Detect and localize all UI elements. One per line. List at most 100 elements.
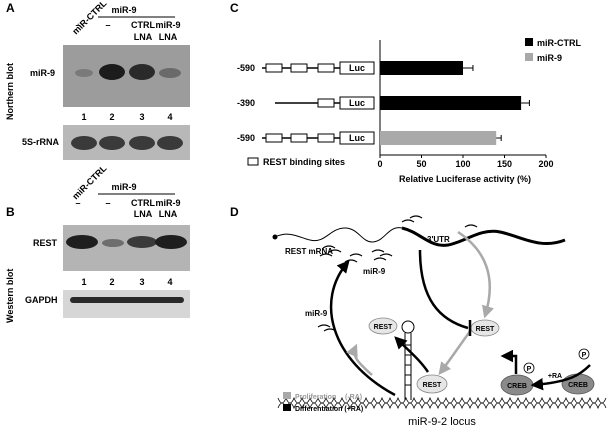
creb-label-1: CREB (507, 383, 527, 390)
creb-label-2: CREB (568, 382, 588, 389)
panel-b-side-label: Western blot (5, 269, 15, 323)
p-label-2: P (582, 352, 587, 359)
utr-label: 3'UTR (427, 235, 450, 244)
rest-binding-site (290, 63, 308, 73)
legend-swatch-ctrl (525, 38, 533, 46)
proliferation-label: Proliferation (295, 394, 336, 401)
panel-a-lane-1: 1 (81, 112, 86, 122)
band-a-1 (75, 69, 93, 77)
western-blot-gapdh (63, 290, 190, 318)
luc-box (339, 96, 375, 110)
panel-b-lane-2: 2 (109, 277, 114, 287)
panel-c-letter: C (230, 1, 239, 15)
band-a5-3 (129, 136, 155, 150)
band-a5-2 (99, 136, 125, 150)
luc-label: Luc (349, 98, 365, 108)
x-tick-label: 50 (416, 159, 426, 169)
rest-mrna-label: REST mRNA (285, 247, 333, 256)
rest-protein-3 (416, 374, 448, 394)
band-a-3 (129, 64, 155, 80)
bar (380, 61, 463, 75)
panel-a-h2-3: CTRL (131, 20, 155, 30)
proliferation-condition: (-RA) (345, 394, 362, 401)
rest-protein-1 (368, 317, 398, 335)
panel-b-h2-2: – (105, 198, 110, 208)
ra-label: +RA (548, 373, 562, 380)
mir9-hairpin (401, 320, 415, 400)
band-b-4 (155, 235, 187, 249)
rest-binding-site (265, 63, 283, 73)
panel-a-ctrl-header: miR-CTRL (70, 0, 109, 36)
legend-swatch-differentiation (283, 404, 291, 411)
rest-binding-site (290, 133, 308, 143)
construct-label: -590 (237, 63, 255, 73)
panel-d-letter: D (230, 205, 239, 219)
construct-label: -590 (237, 133, 255, 143)
legend-swatch-proliferation (283, 392, 291, 399)
band-a5-1 (71, 136, 97, 150)
panel-a-h3-1: LNA (134, 32, 153, 42)
panel-a-lane-2: 2 (109, 112, 114, 122)
luc-label: Luc (349, 63, 365, 73)
rest-binding-site (265, 133, 283, 143)
panel-b-lane-4: 4 (167, 277, 172, 287)
panel-a-mir9-header: miR-9 (111, 5, 136, 15)
phospho-icon-1 (523, 362, 535, 374)
luc-box (339, 131, 375, 145)
panel-a-h2-1: – (75, 20, 80, 30)
rest-label-1: REST (374, 324, 393, 331)
panel-b-h2-4: miR-9 (155, 198, 180, 208)
panel-b-h2-1: – (75, 198, 80, 208)
binding-site-legend-box (247, 157, 259, 166)
p-label-1: P (527, 366, 532, 373)
panel-b-letter: B (6, 205, 15, 219)
bar (380, 131, 497, 145)
panel-b-h3-1: LNA (134, 209, 153, 219)
x-axis-label: Relative Luciferase activity (%) (399, 174, 531, 184)
panel-a-h2-2: – (105, 20, 110, 30)
phospho-icon-2 (578, 348, 590, 360)
legend-label-mir9: miR-9 (537, 53, 562, 63)
luc-box (339, 61, 375, 75)
band-a-4 (159, 68, 181, 78)
locus-label: miR-9-2 locus (408, 416, 476, 428)
x-tick-label: 0 (377, 159, 382, 169)
mir9-label-b: miR-9 (305, 309, 328, 318)
band-a-2 (99, 64, 125, 80)
rest-binding-site (317, 63, 335, 73)
x-tick-label: 100 (455, 159, 470, 169)
helix-strand (277, 402, 607, 410)
luc-label: Luc (349, 133, 365, 143)
pathway-arrows (329, 230, 591, 397)
legend-swatch-mir9 (525, 53, 533, 61)
panel-a-letter: A (6, 1, 15, 15)
rest-label-3: REST (423, 382, 442, 389)
construct-label: -390 (237, 98, 255, 108)
panel-b-ctrl-header: miR-CTRL (70, 163, 109, 202)
rest-binding-site (317, 133, 335, 143)
band-b-3 (127, 236, 157, 248)
x-tick-label: 150 (497, 159, 512, 169)
panel-b-mir9-header: miR-9 (111, 182, 136, 192)
rest-mrna-strand (274, 227, 403, 243)
mir9-label-a: miR-9 (363, 267, 386, 276)
dna-helix (277, 396, 607, 410)
panel-a-h3-2: LNA (159, 32, 178, 42)
panel-a-side-label: Northern blot (5, 63, 15, 120)
band-a5-4 (157, 136, 183, 150)
panel-b-h2-3: CTRL (131, 198, 155, 208)
panel-a-row-5s: 5S-rRNA (22, 137, 60, 147)
mir9-arcs (317, 215, 478, 332)
panel-a-lane-4: 4 (167, 112, 172, 122)
rest-label-2: REST (476, 326, 495, 333)
panel-b-h3-2: LNA (159, 209, 178, 219)
panel-a-h2-4: miR-9 (155, 20, 180, 30)
panel-a-lane-3: 3 (139, 112, 144, 122)
panel-a-row-mir9: miR-9 (30, 68, 55, 78)
bar (380, 96, 522, 110)
band-b-2 (102, 239, 124, 247)
panel-b-lane-3: 3 (139, 277, 144, 287)
